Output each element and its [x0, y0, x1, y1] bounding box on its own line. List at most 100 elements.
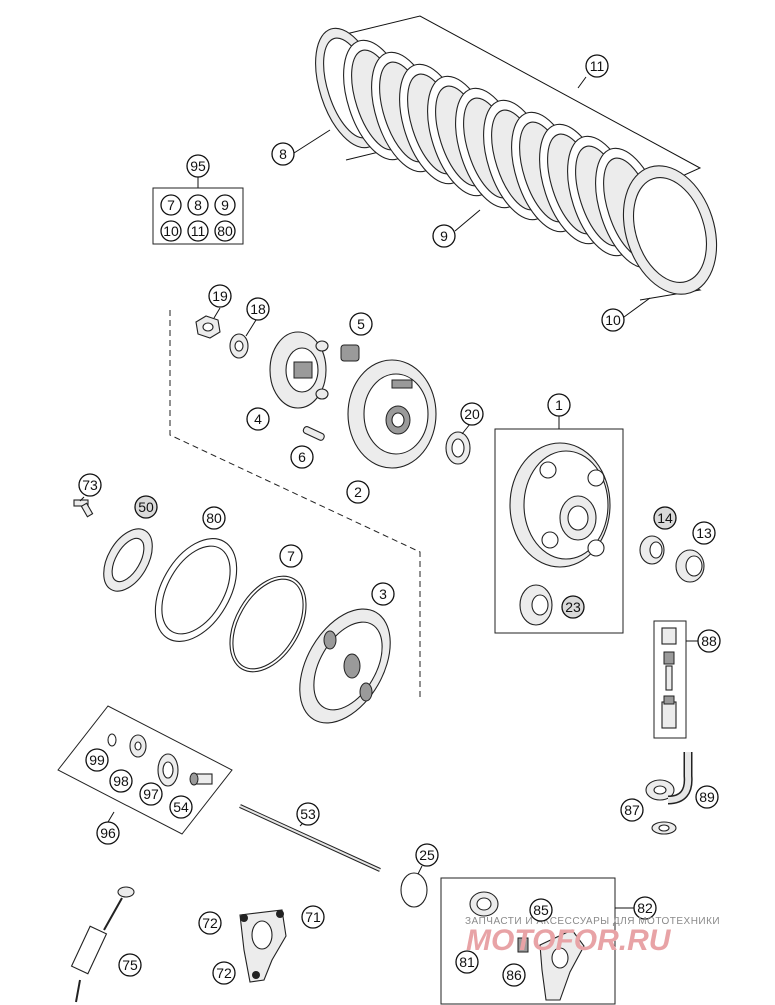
svg-text:80: 80 [217, 223, 233, 239]
svg-text:6: 6 [298, 449, 306, 465]
svg-text:73: 73 [82, 477, 98, 493]
callout-3: 3 [371, 582, 395, 606]
svg-text:97: 97 [143, 786, 159, 802]
callout-88: 88 [697, 629, 721, 653]
svg-text:13: 13 [696, 525, 712, 541]
clutch-hub-4 [269, 331, 329, 409]
callout-95: 95 [186, 154, 210, 178]
bleeding-syringe-75 [70, 886, 135, 1003]
needle-bearing-50 [103, 528, 153, 592]
callout-53: 53 [296, 802, 320, 826]
svg-text:ЗАПЧАСТИ И АКСЕССУАРЫ ДЛЯ МОТО: ЗАПЧАСТИ И АКСЕССУАРЫ ДЛЯ МОТОТЕХНИКИ [465, 916, 720, 927]
svg-text:14: 14 [657, 510, 673, 526]
svg-text:53: 53 [300, 806, 316, 822]
callout-72-bottom: 72 [212, 961, 236, 985]
inner-hub-2 [347, 359, 437, 469]
callout-73: 73 [78, 473, 102, 497]
callout-81: 81 [455, 950, 479, 974]
svg-text:85: 85 [533, 902, 549, 918]
svg-text:86: 86 [506, 967, 522, 983]
hub-group-outline [169, 310, 421, 700]
kit-item-80: 80 [214, 220, 236, 242]
svg-text:10: 10 [163, 223, 179, 239]
kit-item-8: 8 [187, 194, 209, 216]
kit-95: 95 7 8 9 10 11 80 [152, 154, 244, 245]
svg-text:89: 89 [699, 789, 715, 805]
disc-10 [622, 165, 718, 295]
callout-82: 82 [633, 896, 657, 920]
slave-cylinder-box-82 [440, 877, 616, 1005]
callout-4: 4 [246, 407, 270, 431]
wire-ring-7 [229, 575, 307, 673]
svg-text:82: 82 [637, 900, 653, 916]
svg-text:7: 7 [287, 548, 295, 564]
callout-6: 6 [290, 445, 314, 469]
svg-text:88: 88 [701, 633, 717, 649]
svg-text:96: 96 [100, 825, 116, 841]
callout-75: 75 [118, 953, 142, 977]
kit-item-7: 7 [160, 194, 182, 216]
svg-text:9: 9 [221, 197, 229, 213]
svg-text:3: 3 [379, 586, 387, 602]
svg-text:87: 87 [624, 802, 640, 818]
friction-disc-80 [154, 538, 238, 642]
svg-text:80: 80 [206, 510, 222, 526]
kit-item-11: 11 [187, 220, 209, 242]
callout-96: 96 [96, 821, 120, 845]
callout-9: 9 [432, 224, 456, 248]
disc-stack-plates [343, 39, 665, 269]
svg-text:18: 18 [250, 301, 266, 317]
banjo-fitting-89 [645, 752, 693, 835]
callout-7: 7 [279, 544, 303, 568]
callout-89: 89 [695, 785, 719, 809]
svg-text:MOTOFOR.RU: MOTOFOR.RU [466, 924, 672, 957]
o-ring-25 [400, 872, 428, 908]
svg-text:11: 11 [590, 58, 605, 74]
svg-text:4: 4 [254, 411, 262, 427]
slave-cylinder-kit-parts [469, 891, 585, 1001]
callout-99: 99 [85, 748, 109, 772]
pressure-plate-3 [299, 608, 391, 724]
svg-text:23: 23 [565, 599, 581, 615]
callout-14: 14 [653, 506, 677, 530]
callout-85: 85 [529, 898, 553, 922]
kit-96-parts [107, 733, 213, 787]
fitting-88 [661, 627, 677, 729]
callout-87: 87 [620, 798, 644, 822]
callout-20: 20 [460, 402, 484, 426]
kit-item-10: 10 [160, 220, 182, 242]
pin-6 [302, 426, 325, 441]
svg-text:75: 75 [122, 957, 138, 973]
callout-2: 2 [346, 480, 370, 504]
svg-text:11: 11 [191, 223, 206, 239]
svg-text:98: 98 [113, 773, 129, 789]
bolt-73 [73, 499, 94, 518]
fitting-box-88 [653, 620, 687, 739]
svg-text:20: 20 [464, 406, 480, 422]
slave-cylinder-71 [239, 909, 287, 983]
callout-50: 50 [134, 495, 158, 519]
clutch-disc-stack [315, 15, 718, 301]
nut-19 [195, 315, 221, 339]
callout-10: 10 [601, 308, 625, 332]
svg-text:25: 25 [419, 847, 435, 863]
svg-text:54: 54 [173, 799, 189, 815]
svg-text:50: 50 [138, 499, 154, 515]
svg-text:2: 2 [354, 484, 362, 500]
svg-text:99: 99 [89, 752, 105, 768]
svg-text:9: 9 [440, 228, 448, 244]
callout-86: 86 [502, 963, 526, 987]
bushing-14 [639, 535, 665, 565]
svg-text:19: 19 [212, 288, 228, 304]
svg-text:71: 71 [305, 909, 321, 925]
kit-item-9: 9 [214, 194, 236, 216]
svg-text:10: 10 [605, 312, 621, 328]
damper-5 [340, 344, 360, 362]
callout-25: 25 [415, 843, 439, 867]
kit-96-outline [57, 705, 233, 835]
svg-text:8: 8 [279, 146, 287, 162]
callout-97: 97 [139, 782, 163, 806]
outer-clutch-basket-1 [509, 442, 611, 568]
callout-19: 19 [208, 284, 232, 308]
